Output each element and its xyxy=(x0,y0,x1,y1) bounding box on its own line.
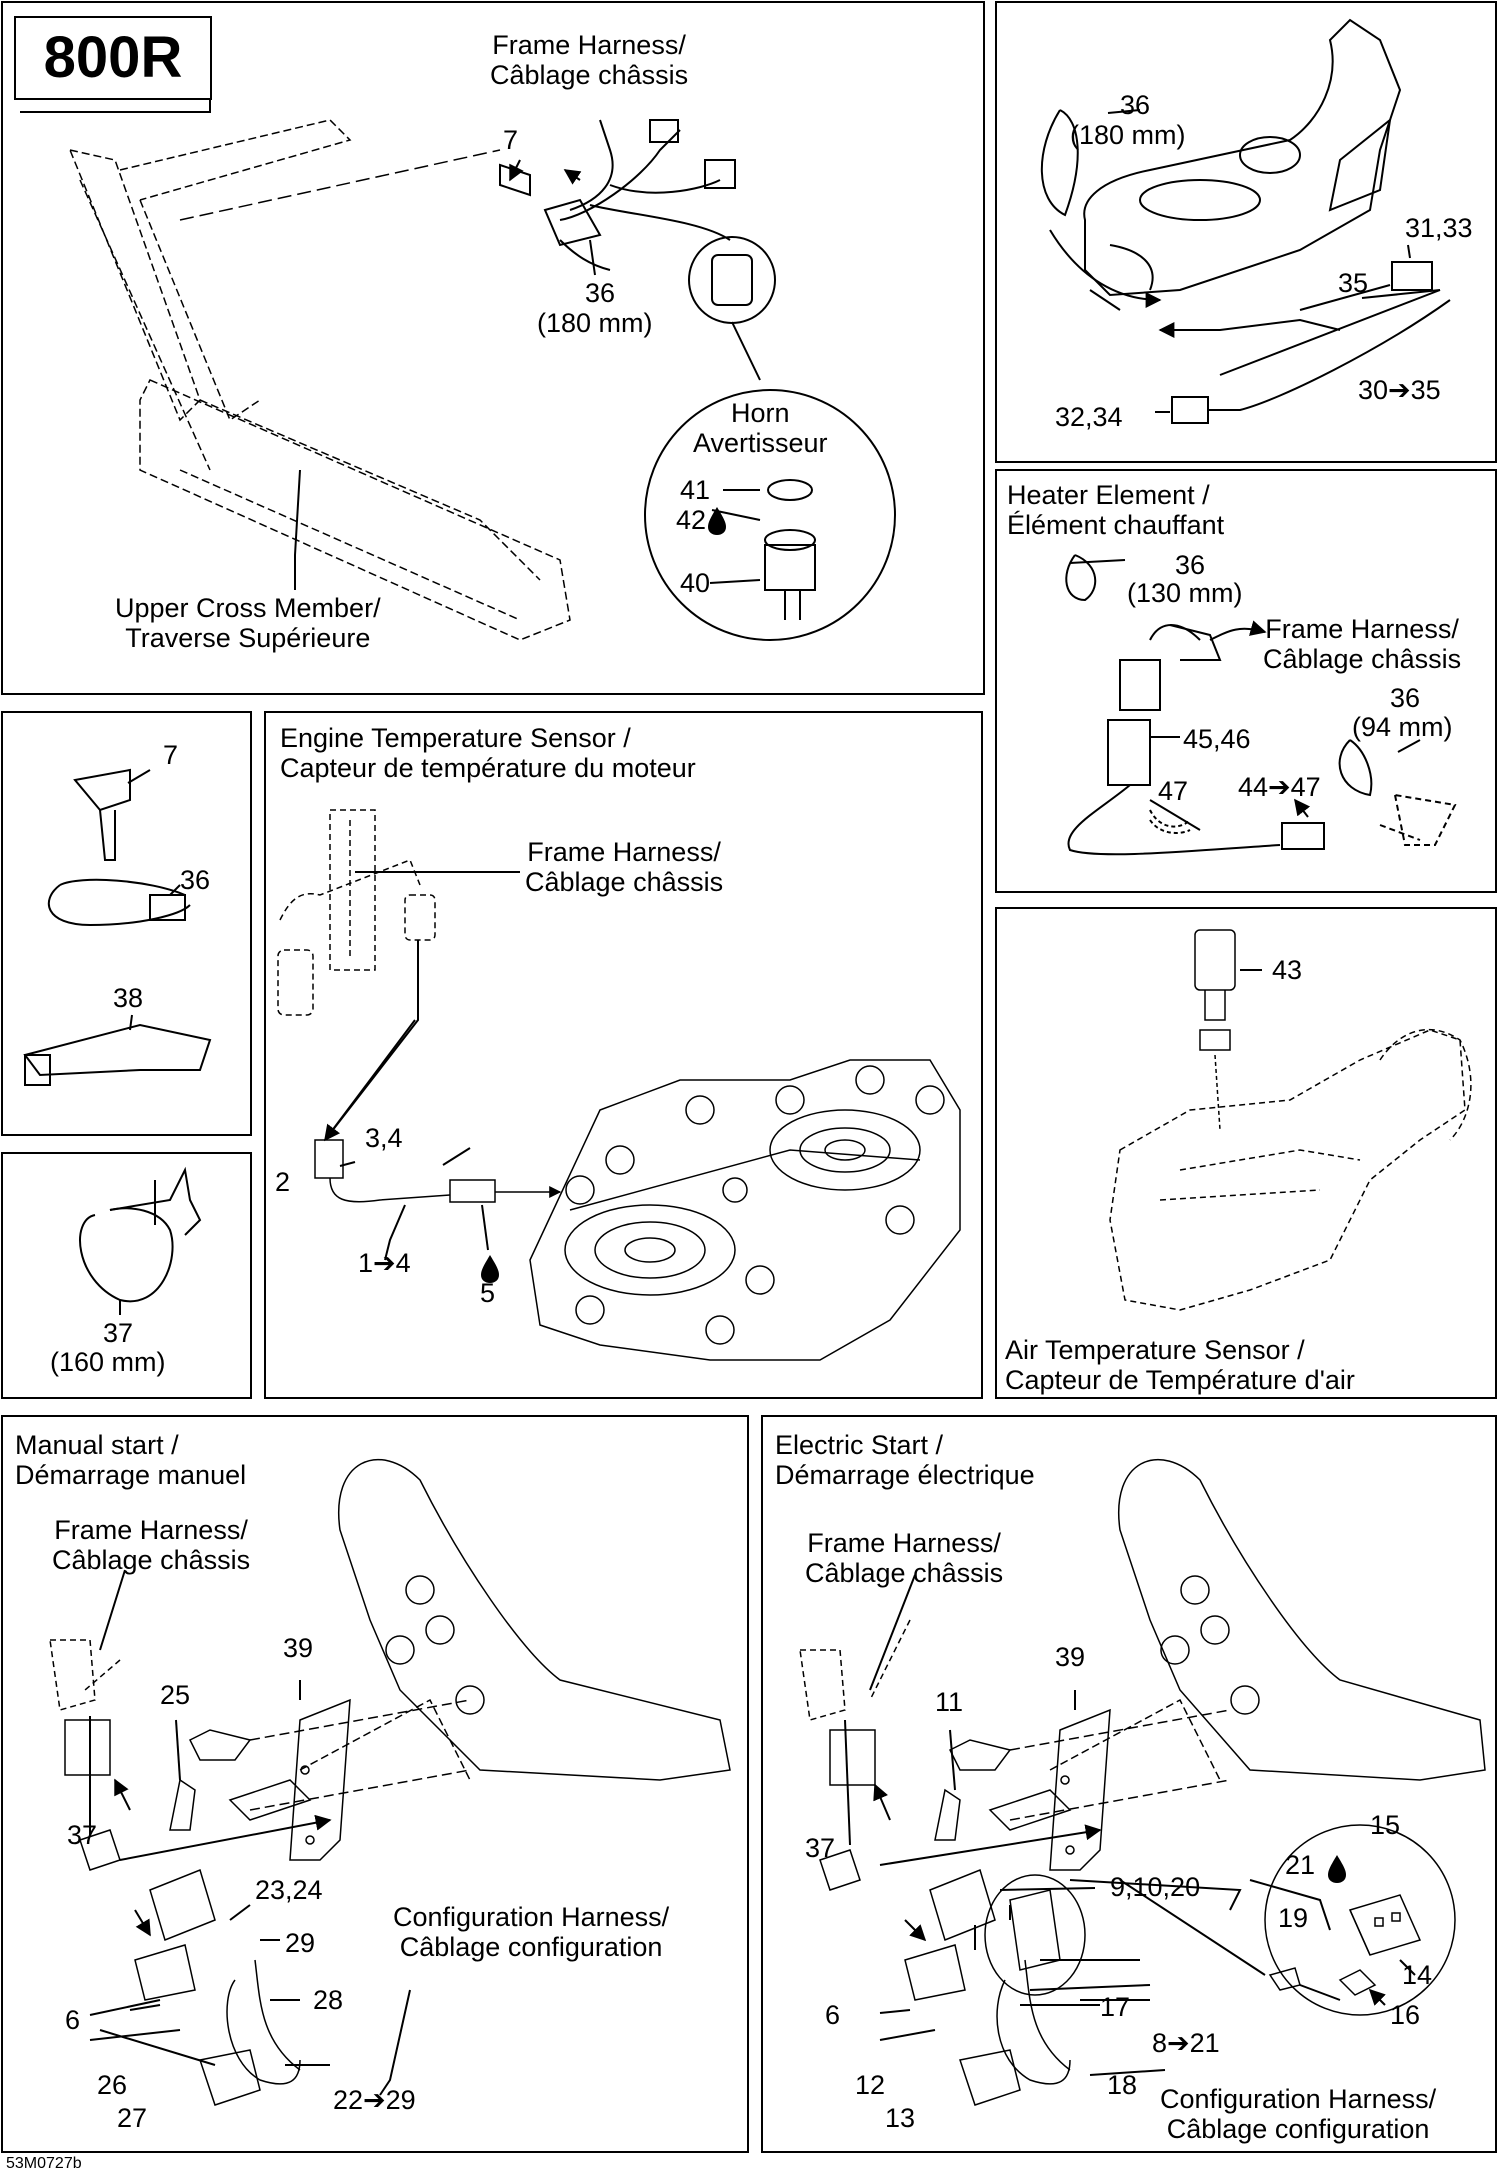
electric-callout-16: 16 xyxy=(1390,2000,1421,2030)
panel-frame-border xyxy=(1,1,985,695)
heater-callout-36a-length: (130 mm) xyxy=(1127,578,1243,608)
heater-callout-36b: 36 xyxy=(1390,683,1421,713)
heater-frame-harness-label: Frame Harness/Câblage châssis xyxy=(1263,614,1462,674)
engine-title: Engine Temperature Sensor /Capteur de te… xyxy=(280,723,696,783)
manual-config-harness-label: Configuration Harness/Câblage configurat… xyxy=(393,1902,670,1962)
electric-callout-13: 13 xyxy=(885,2103,916,2133)
frame-harness-illustration xyxy=(499,119,896,641)
electric-config-harness-label: Configuration Harness/Câblage configurat… xyxy=(1160,2084,1437,2144)
fuel-callout-36: 36 xyxy=(1120,90,1151,120)
panel-heater-border xyxy=(995,469,1497,893)
air-title: Air Temperature Sensor /Capteur de Tempé… xyxy=(1005,1335,1355,1395)
manual-callout-26: 26 xyxy=(97,2070,128,2100)
parts-callout-38: 38 xyxy=(113,983,144,1013)
engine-callout-1-4: 1➔4 xyxy=(358,1248,411,1278)
air-sensor-illustration xyxy=(1109,929,1472,1311)
fuel-callout-31-33: 31,33 xyxy=(1405,213,1473,243)
electric-callout-6: 6 xyxy=(825,2000,841,2030)
frame-callout-42: 42 xyxy=(676,505,707,535)
electric-callout-11: 11 xyxy=(935,1687,964,1717)
electric-callout-39: 39 xyxy=(1055,1642,1086,1672)
heater-callout-36b-length: (94 mm) xyxy=(1352,712,1453,742)
electric-callout-14: 14 xyxy=(1402,1960,1433,1990)
panel-electric-border xyxy=(761,1415,1497,2153)
drop-icon-electric xyxy=(1328,1855,1346,1883)
drop-icon-group xyxy=(481,507,1346,1883)
panel-engine-border xyxy=(264,711,983,1399)
heater-callout-44-47: 44➔47 xyxy=(1238,772,1321,802)
electric-callout-17: 17 xyxy=(1100,1992,1131,2022)
manual-illustration xyxy=(49,1458,731,2106)
fuel-callout-36-length: (180 mm) xyxy=(1070,120,1186,150)
manual-callout-37: 37 xyxy=(67,1820,98,1850)
fuel-callout-35: 35 xyxy=(1338,268,1369,298)
panel-fuel-border xyxy=(995,1,1497,463)
panel-manual-border xyxy=(1,1415,749,2153)
heater-callout-36a: 36 xyxy=(1175,550,1206,580)
manual-title: Manual start /Démarrage manuel xyxy=(15,1430,247,1490)
parts-illustration xyxy=(23,768,212,1086)
electric-callout-12: 12 xyxy=(855,2070,886,2100)
frame-callout-7: 7 xyxy=(503,125,519,155)
fuel-callout-30-35: 30➔35 xyxy=(1358,375,1441,405)
manual-callout-28: 28 xyxy=(313,1985,344,2015)
clamp-callout-37-length: (160 mm) xyxy=(50,1347,166,1377)
engine-frame-harness-label: Frame Harness/Câblage châssis xyxy=(525,837,724,897)
electric-callout-18: 18 xyxy=(1107,2070,1138,2100)
electric-illustration xyxy=(799,1458,1486,2106)
frame-callout-41: 41 xyxy=(680,475,711,505)
clamp-callout-37: 37 xyxy=(103,1318,134,1348)
frame-callout-36-length: (180 mm) xyxy=(537,308,653,338)
electric-frame-harness-label: Frame Harness/Câblage châssis xyxy=(805,1528,1004,1588)
electric-callout-8-21: 8➔21 xyxy=(1152,2028,1220,2058)
engine-callout-5: 5 xyxy=(480,1278,496,1308)
heater-callout-45-46: 45,46 xyxy=(1183,724,1251,754)
panel-air-border xyxy=(995,907,1497,1399)
clamp-illustration xyxy=(79,1166,202,1303)
drop-icon-frame xyxy=(708,507,726,535)
heater-illustration xyxy=(1065,554,1457,856)
drop-icon-engine xyxy=(481,1255,499,1283)
fuel-tank-illustration xyxy=(1040,18,1451,424)
frame-harness-label: Frame Harness/Câblage châssis xyxy=(490,30,689,90)
fuel-callout-32-34: 32,34 xyxy=(1055,402,1123,432)
frame-illustration xyxy=(68,119,571,641)
electric-callout-21: 21 xyxy=(1285,1850,1316,1880)
manual-callout-39: 39 xyxy=(283,1633,314,1663)
frame-callout-36: 36 xyxy=(585,278,616,308)
manual-callout-6: 6 xyxy=(65,2005,81,2035)
parts-callout-36: 36 xyxy=(180,865,211,895)
manual-callout-27: 27 xyxy=(117,2103,148,2133)
parts-callout-7: 7 xyxy=(163,740,179,770)
electric-callout-37: 37 xyxy=(805,1833,836,1863)
manual-callout-23-24: 23,24 xyxy=(255,1875,323,1905)
heater-title: Heater Element /Élément chauffant xyxy=(1007,480,1225,540)
electric-callout-15: 15 xyxy=(1370,1810,1401,1840)
electric-callout-19: 19 xyxy=(1278,1903,1309,1933)
manual-callout-25: 25 xyxy=(160,1680,191,1710)
engine-callout-2: 2 xyxy=(275,1167,291,1197)
engine-callout-3-4: 3,4 xyxy=(365,1123,403,1153)
frame-callout-40: 40 xyxy=(680,568,711,598)
manual-frame-harness-label: Frame Harness/Câblage châssis xyxy=(52,1515,251,1575)
heater-callout-47: 47 xyxy=(1158,776,1189,806)
panel-parts-border xyxy=(1,711,252,1136)
drawing-code: 53M0727b xyxy=(6,2155,82,2172)
electric-callout-9-10-20: 9,10,20 xyxy=(1110,1872,1201,1902)
upper-cross-member-label: Upper Cross Member/Traverse Supérieure xyxy=(115,593,381,653)
air-callout-43: 43 xyxy=(1272,955,1303,985)
manual-callout-22-29: 22➔29 xyxy=(333,2085,416,2115)
electric-title: Electric Start /Démarrage électrique xyxy=(775,1430,1035,1490)
manual-callout-29: 29 xyxy=(285,1928,316,1958)
panel-clamp-border xyxy=(1,1152,252,1399)
model-title: 800R xyxy=(14,16,212,100)
engine-illustration xyxy=(277,809,961,1361)
